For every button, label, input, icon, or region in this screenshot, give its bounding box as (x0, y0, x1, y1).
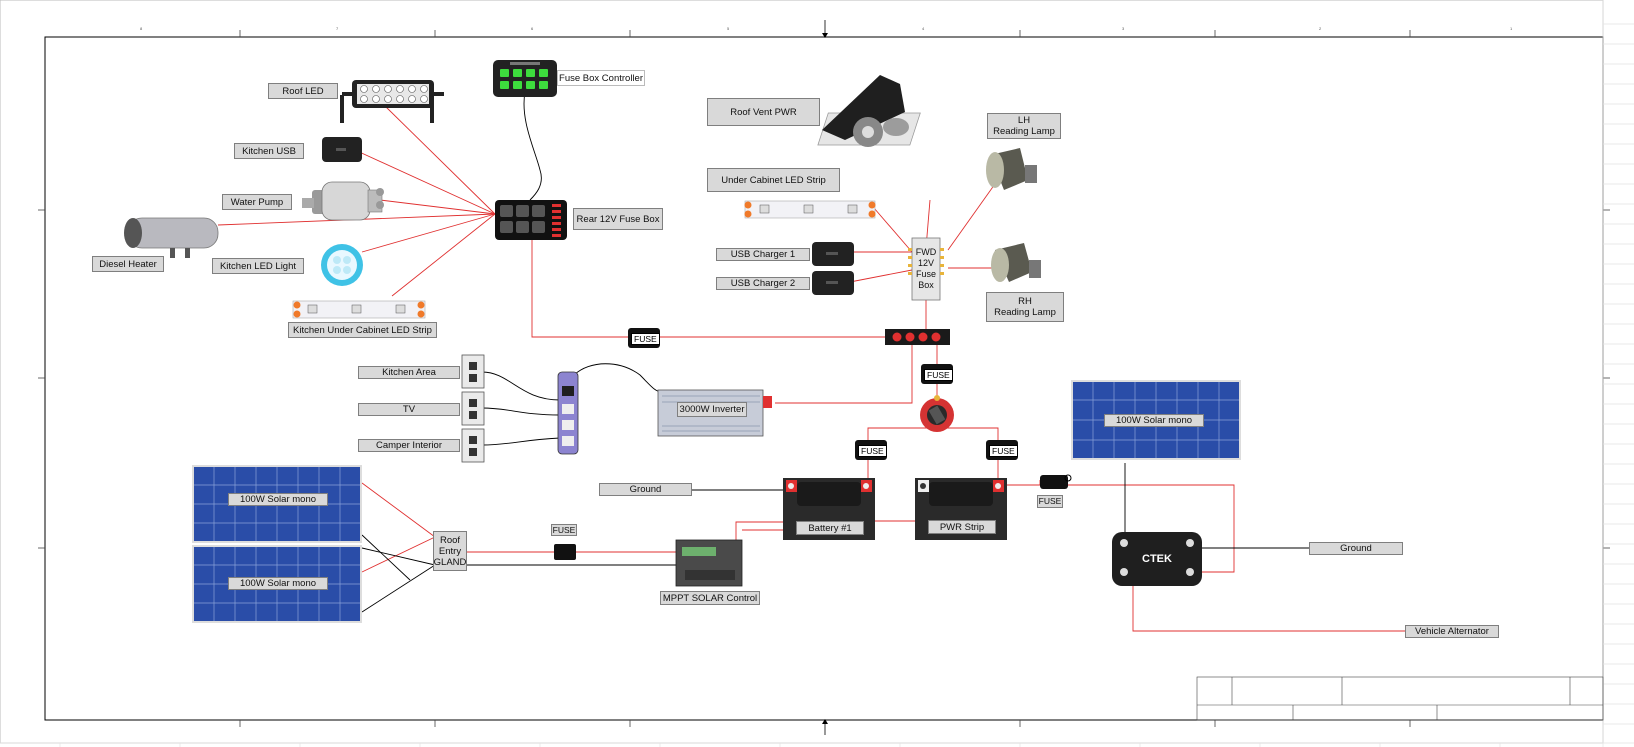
border-number: 8 (140, 26, 143, 31)
outlet-camper (461, 428, 485, 463)
label-rh-reading-lamp: RH Reading Lamp (986, 292, 1064, 322)
fuse-label-main: FUSE (631, 333, 660, 345)
border-number: 7 (336, 26, 339, 31)
label-diesel-heater: Diesel Heater (92, 256, 164, 272)
water-pump (302, 181, 384, 221)
roof-vent-fan (817, 75, 921, 147)
label-roof-entry-gland: Roof Entry GLAND (433, 531, 467, 571)
rh-reading-lamp (991, 243, 1041, 282)
border-number: 1 (1510, 26, 1513, 31)
label-fwd-fuse-box: FWD 12V Fuse Box (915, 247, 937, 290)
border-number: 2 (1319, 26, 1322, 31)
label-ground-right: Ground (1309, 542, 1403, 555)
label-rear-fuse-box: Rear 12V Fuse Box (573, 208, 663, 230)
wires (217, 91, 1405, 632)
label-kitchen-under-cabinet: Kitchen Under Cabinet LED Strip (288, 322, 437, 338)
label-ground-mid: Ground (599, 483, 692, 496)
label-tv: TV (358, 403, 460, 416)
label-fuse-box-controller: Fuse Box Controller (557, 70, 645, 86)
label-usb-charger-1: USB Charger 1 (716, 248, 810, 261)
power-strip (557, 371, 579, 455)
label-battery-1: Battery #1 (796, 521, 864, 535)
roof-led-bar (340, 80, 444, 123)
label-kitchen-area: Kitchen Area (358, 366, 460, 379)
fuse-label-alternator: FUSE (1037, 495, 1063, 508)
lh-reading-lamp (986, 148, 1037, 190)
fuse-label-battery-right: FUSE (989, 445, 1018, 457)
diesel-heater (124, 217, 219, 258)
rear-fuse-box (495, 200, 567, 240)
kitchen-led-strip (292, 300, 426, 319)
label-under-cabinet-led: Under Cabinet LED Strip (707, 168, 840, 192)
bus-bar (885, 329, 950, 345)
label-camper-interior: Camper Interior (358, 439, 460, 452)
fuse-label-inverter-fwd: FUSE (924, 369, 953, 381)
usb-charger-2 (812, 271, 854, 295)
kitchen-usb-socket (322, 137, 362, 162)
fuse-label-battery-left: FUSE (858, 445, 887, 457)
fuse-alternator (1040, 474, 1072, 489)
fuse-label-solar: FUSE (551, 524, 577, 536)
label-usb-charger-2: USB Charger 2 (716, 277, 810, 290)
label-roof-vent-pwr: Roof Vent PWR (707, 98, 820, 126)
label-mppt: MPPT SOLAR Control (660, 591, 760, 605)
outlet-tv (461, 391, 485, 426)
label-pwr-strip: PWR Strip (928, 520, 996, 534)
title-block (1196, 676, 1604, 721)
label-lh-reading-lamp: LH Reading Lamp (987, 113, 1061, 139)
label-kitchen-led-light: Kitchen LED Light (212, 258, 304, 274)
label-kitchen-usb: Kitchen USB (234, 143, 304, 159)
border-number: 6 (531, 26, 534, 31)
fuse-solar (554, 544, 576, 560)
usb-charger-1 (812, 242, 854, 266)
label-roof-led: Roof LED (268, 83, 338, 99)
fwd-fuse-box (908, 237, 944, 301)
under-cabinet-led-strip (744, 200, 876, 219)
label-water-pump: Water Pump (222, 194, 292, 210)
ctek-charger: CTEK (1112, 532, 1202, 586)
kitchen-led-light (321, 244, 363, 286)
border-number: 5 (727, 26, 730, 31)
label-solar-panel-left-1: 100W Solar mono (228, 493, 328, 506)
mppt-controller (675, 539, 743, 587)
label-inverter: 3000W Inverter (677, 402, 747, 417)
label-solar-panel-left-2: 100W Solar mono (228, 577, 328, 590)
fuse-box-controller (493, 60, 557, 97)
ctek-brand-text: CTEK (1142, 553, 1172, 565)
outlet-kitchen (461, 354, 485, 389)
border-number: 4 (922, 26, 925, 31)
label-vehicle-alternator: Vehicle Alternator (1405, 625, 1499, 638)
border-number: 3 (1122, 26, 1125, 31)
label-solar-panel-right: 100W Solar mono (1104, 414, 1204, 427)
battery-disconnect-switch (920, 395, 954, 432)
